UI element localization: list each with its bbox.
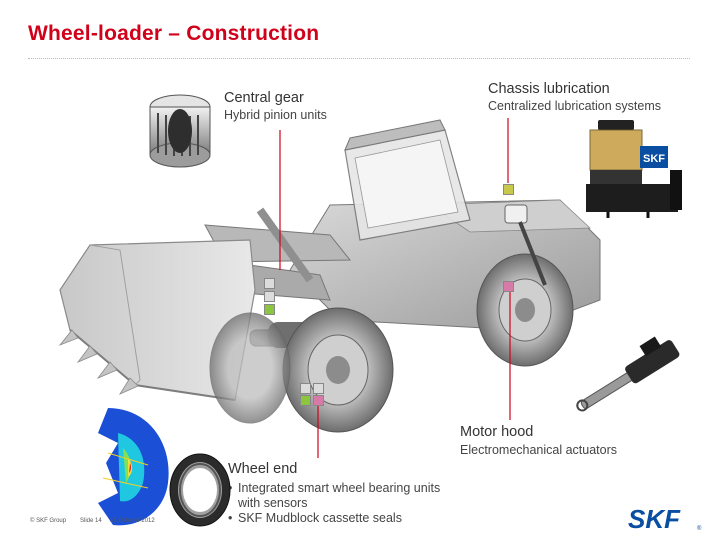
- footer-copyright: © SKF Group: [30, 518, 67, 524]
- bearing-icon: [149, 94, 211, 168]
- swatch-pink: [313, 395, 324, 406]
- linear-actuator-icon: [576, 336, 680, 412]
- fea-simulation-icon: [98, 408, 169, 526]
- svg-text:SKF: SKF: [643, 153, 665, 165]
- swatch-grey: [300, 383, 311, 394]
- central-gear-title: Central gear: [224, 90, 304, 106]
- skf-logo: SKF ®: [616, 504, 702, 533]
- skf-logo-text: SKF: [628, 504, 681, 533]
- swatch-green: [264, 304, 275, 315]
- wheel-end-bullet: SKF Mudblock cassette seals: [228, 511, 448, 526]
- rear-wheel: [476, 253, 574, 367]
- loader-bucket: [58, 239, 256, 401]
- chassis-lubrication-title: Chassis lubrication: [488, 81, 610, 97]
- footer-date: 15 October 2012: [110, 518, 155, 524]
- seal-ring-icon: [169, 453, 231, 527]
- front-wheel-left: [209, 312, 291, 424]
- title-divider: [28, 58, 690, 60]
- svg-text:®: ®: [697, 525, 702, 532]
- slide-title: Wheel-loader – Construction: [28, 22, 320, 45]
- wheel-end-bullet: Integrated smart wheel bearing units wit…: [228, 481, 448, 511]
- swatch-yellow: [503, 184, 514, 195]
- swatch-grey: [264, 291, 275, 302]
- motor-hood-subtitle: Electromechanical actuators: [460, 443, 618, 457]
- wheel-end-bullets: Integrated smart wheel bearing units wit…: [228, 481, 448, 526]
- swatch-green: [300, 395, 311, 406]
- swatch-grey: [313, 383, 324, 394]
- front-wheel: [282, 307, 394, 433]
- swatch-grey: [264, 278, 275, 289]
- central-gear-subtitle: Hybrid pinion units: [224, 108, 327, 122]
- motor-hood-title: Motor hood: [460, 424, 534, 440]
- swatch-pink: [503, 281, 514, 292]
- footer-slide-number: Slide 14: [80, 518, 102, 524]
- chassis-lubrication-subtitle: Centralized lubrication systems: [488, 99, 661, 113]
- lubrication-pump-icon: SKF: [586, 120, 682, 218]
- wheel-end-title: Wheel end: [228, 461, 298, 477]
